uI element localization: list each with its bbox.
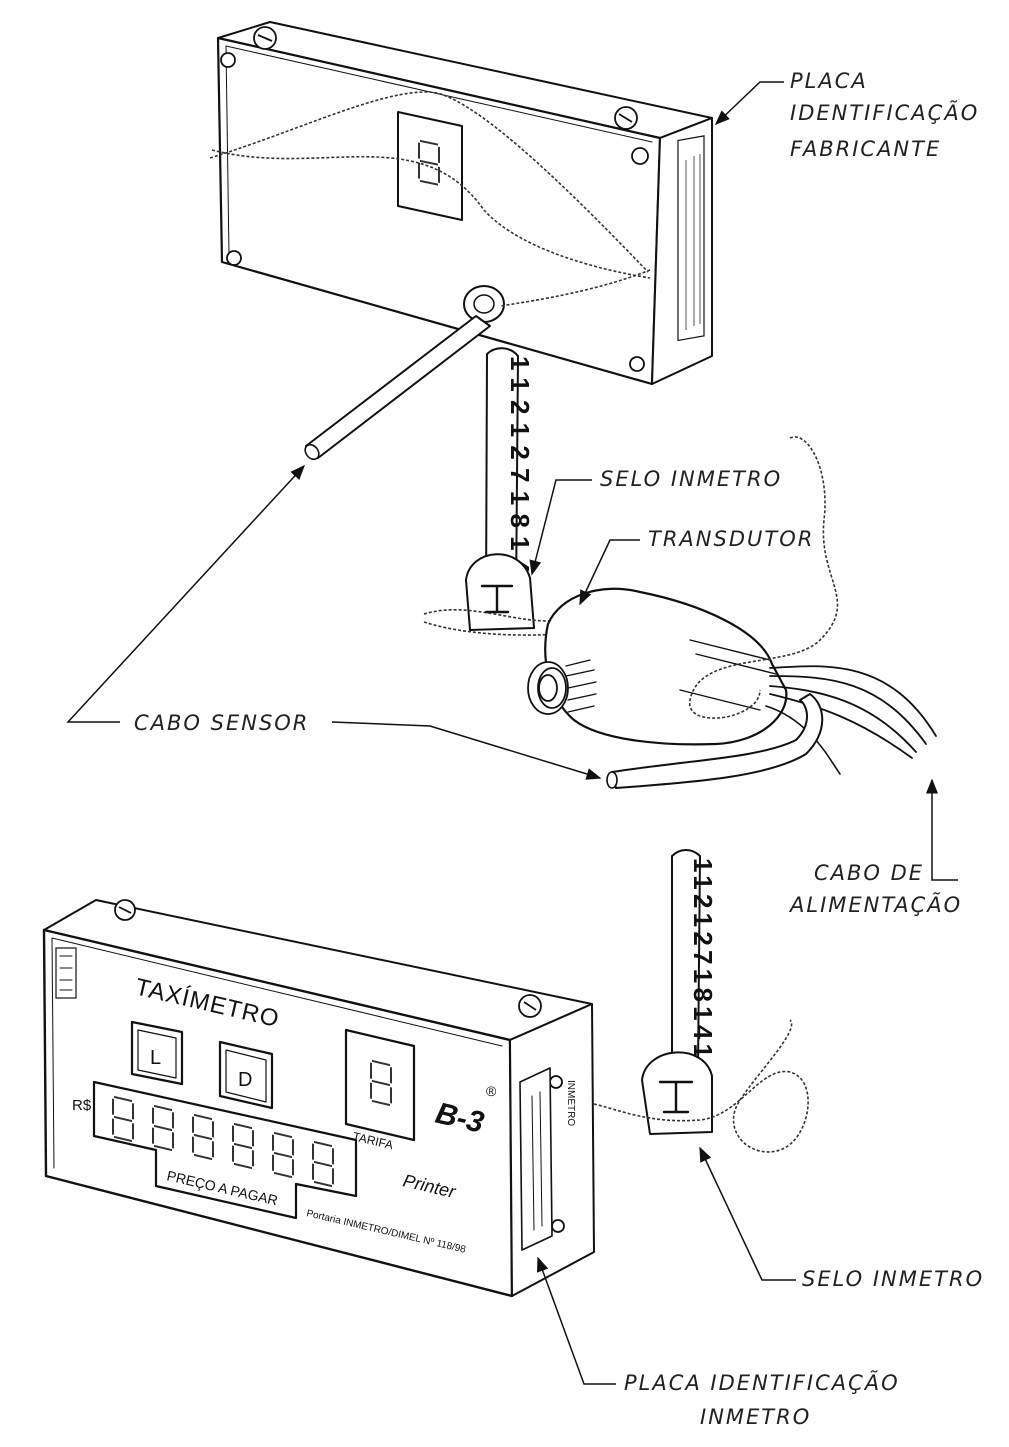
callout-placa-fabricante-1: PLACA bbox=[790, 69, 868, 93]
registered-mark: ® bbox=[486, 1083, 497, 1099]
callout-leaders bbox=[66, 81, 958, 1385]
callout-placa-fabricante-2: IDENTIFICAÇÃO bbox=[790, 99, 979, 125]
brand-logo-icon bbox=[55, 947, 77, 999]
callout-placa-fabricante-3: FABRICANTE bbox=[790, 137, 941, 161]
callout-cabo-alimentacao-2: ALIMENTAÇÃO bbox=[788, 891, 962, 917]
callout-cabo-alimentacao-1: CABO DE bbox=[814, 861, 924, 885]
transducer bbox=[527, 436, 839, 746]
button-l-label: L bbox=[150, 1047, 161, 1069]
callout-placa-inmetro-2: INMETRO bbox=[700, 1405, 811, 1429]
seal-lock-bottom bbox=[593, 1019, 809, 1153]
price-display: R$ PREÇO A PAGAR bbox=[72, 1080, 358, 1220]
callout-transdutor: TRANSDUTOR bbox=[648, 527, 814, 551]
button-d: D bbox=[218, 1040, 274, 1110]
seal-lock-top bbox=[423, 553, 601, 636]
sensor-cable-bottom bbox=[606, 693, 824, 789]
top-electronic-box bbox=[209, 21, 713, 386]
currency-label: R$ bbox=[72, 1097, 92, 1114]
callout-selo-inmetro-top: SELO INMETRO bbox=[600, 467, 782, 491]
button-l: L bbox=[130, 1020, 184, 1086]
manufacturer-plate bbox=[677, 135, 705, 342]
callout-placa-inmetro-1: PLACA IDENTIFICAÇÃO bbox=[624, 1369, 900, 1395]
sensor-cable-top bbox=[304, 315, 491, 461]
seal-tag-bottom: 11212718141 bbox=[671, 849, 718, 1069]
seal-tag-digits-bottom: 11212718141 bbox=[688, 858, 718, 1058]
screw-icon bbox=[114, 899, 565, 1233]
callout-cabo-sensor: CABO SENSOR bbox=[134, 711, 309, 735]
taximeter-unit: TAXÍMETRO L D TARIFA R$ PR bbox=[42, 899, 595, 1298]
callout-selo-inmetro-bottom: SELO INMETRO bbox=[802, 1267, 984, 1291]
screw-icon bbox=[220, 26, 649, 372]
button-d-label: D bbox=[238, 1069, 252, 1091]
inmetro-side-plate: INMETRO bbox=[519, 1067, 576, 1251]
side-plate-label: INMETRO bbox=[565, 1080, 576, 1126]
